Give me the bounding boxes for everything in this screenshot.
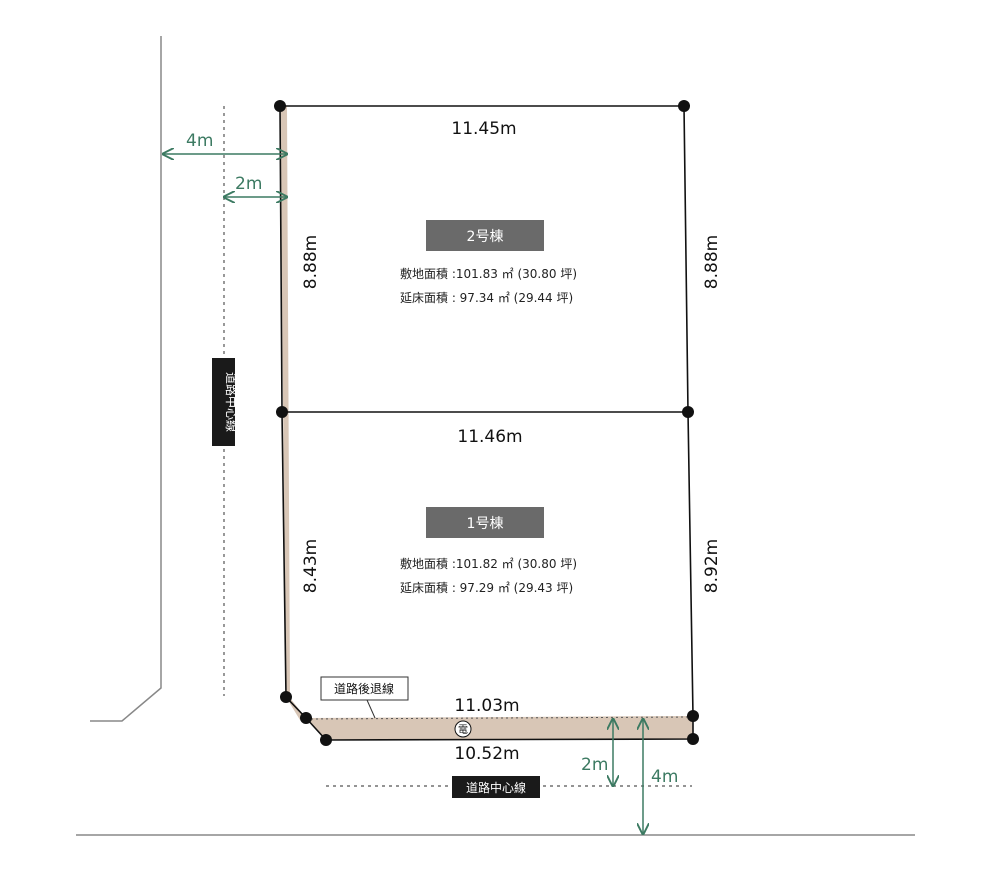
lot1-tag: 1号棟	[467, 516, 504, 532]
bottom-setback-label: 2m	[581, 755, 608, 775]
utility-pole-label: 電	[458, 724, 468, 736]
lot2-top-width: 11.45m	[451, 119, 516, 139]
lot1-left-depth: 8.43m	[301, 539, 321, 593]
left-road-edge	[90, 36, 162, 722]
lot2-site-area: 敷地面積 :101.83 ㎡ (30.80 坪)	[400, 266, 577, 281]
lot2-tag-box	[426, 220, 544, 251]
lot2-tag: 2号棟	[467, 229, 504, 245]
lot2-floor-area: 延床面積 : 97.34 ㎡ (29.44 坪)	[400, 290, 573, 305]
lot1-tag-box	[426, 507, 544, 538]
lot1-inner-bottom-width: 11.03m	[454, 696, 519, 716]
setback-label-box	[320, 676, 409, 701]
lot1-bottom-width: 10.52m	[454, 744, 519, 764]
bottom-road-width-label: 4m	[651, 767, 678, 787]
vertex-points	[274, 100, 699, 746]
setback-leader-line	[366, 699, 376, 719]
lot1-floor-area: 延床面積 : 97.29 ㎡ (29.43 坪)	[400, 580, 573, 595]
bottom-setback-strip	[306, 716, 693, 740]
horizontal-road-center-label-box	[452, 776, 540, 798]
vertical-road-center-label: 道路中心線	[224, 372, 239, 432]
lot1-site-area: 敷地面積 :101.82 ㎡ (30.80 坪)	[400, 556, 577, 571]
lot1-right-depth: 8.92m	[702, 539, 722, 593]
lot-outline	[279, 105, 694, 741]
left-setback-label: 2m	[235, 174, 262, 194]
left-road-width-label: 4m	[186, 131, 213, 151]
lot2-left-depth: 8.88m	[301, 235, 321, 289]
utility-pole-icon	[454, 720, 472, 738]
lot2-right-depth: 8.88m	[702, 235, 722, 289]
vertical-road-center-label-box	[212, 358, 235, 446]
setback-label: 道路後退線	[334, 681, 394, 696]
horizontal-road-center-label: 道路中心線	[466, 780, 526, 795]
left-setback-strip	[280, 106, 306, 720]
lot1-top-width: 11.46m	[457, 427, 522, 447]
setback-dotted-line	[305, 716, 693, 720]
